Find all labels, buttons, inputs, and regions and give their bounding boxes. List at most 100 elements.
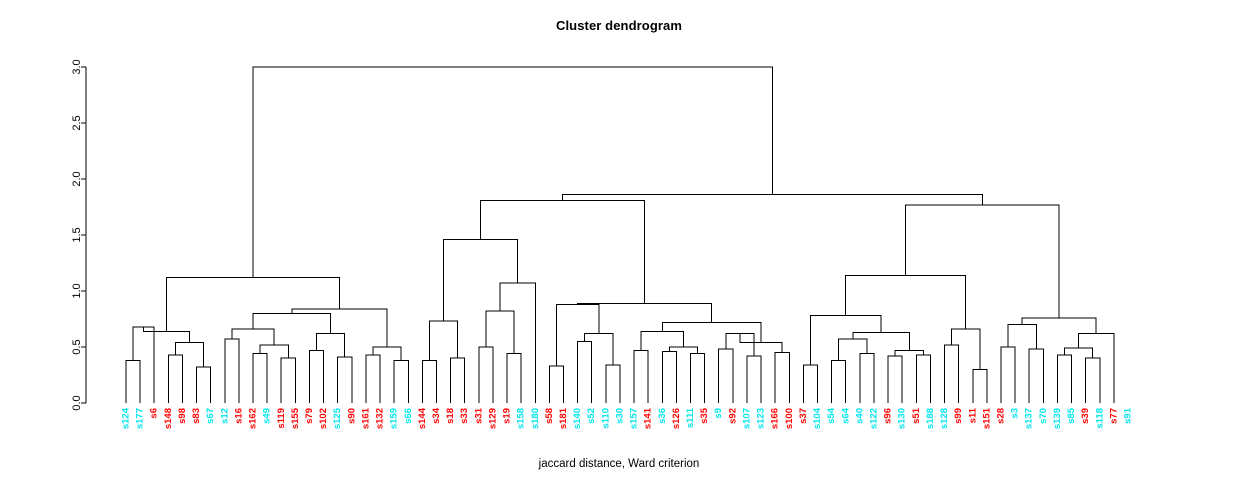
dendrogram-link <box>393 359 409 403</box>
dendrogram-link <box>132 326 155 403</box>
dendrogram-link <box>1078 333 1115 403</box>
dendrogram-link <box>280 357 296 403</box>
leaf-label: s100 <box>784 408 795 429</box>
leaf-label: s12 <box>219 408 230 424</box>
dendrogram-link <box>562 194 983 205</box>
leaf-label: s85 <box>1066 407 1077 424</box>
leaf-label: s111 <box>685 407 696 428</box>
leaf-label: s141 <box>643 407 654 429</box>
leaf-label: s130 <box>897 408 908 429</box>
leaf-label: s6 <box>149 408 160 419</box>
leaf-label: s28 <box>996 408 1007 424</box>
leaf-label: s161 <box>360 407 371 429</box>
dendrogram-link <box>252 66 774 278</box>
dendrogram-links <box>125 66 1115 403</box>
leaf-label: s144 <box>417 407 428 429</box>
leaf-label: s19 <box>502 408 513 424</box>
dendrogram-link <box>905 204 1060 318</box>
dendrogram-link <box>1000 346 1016 403</box>
dendrogram-link <box>1063 347 1094 359</box>
dendrogram-link <box>831 359 847 403</box>
y-tick-label: 2.0 <box>71 171 83 186</box>
leaf-label: s162 <box>248 408 259 429</box>
dendrogram-link <box>859 353 875 403</box>
y-tick-label: 3.0 <box>71 59 83 74</box>
dendrogram-link <box>1028 348 1044 403</box>
leaf-label: s128 <box>939 408 950 429</box>
leaf-label: s166 <box>770 408 781 429</box>
leaf-label: s31 <box>473 407 484 424</box>
leaf-label: s110 <box>600 408 611 429</box>
dendrogram-link <box>661 350 677 403</box>
leaf-label: s70 <box>1038 408 1049 424</box>
dendrogram-link <box>809 315 882 365</box>
dendrogram-link <box>480 199 646 304</box>
leaf-label: s40 <box>854 408 865 424</box>
dendrogram-link <box>548 365 564 403</box>
leaf-label: s79 <box>304 408 315 424</box>
dendrogram-link <box>972 368 988 403</box>
dendrogram-link <box>1056 354 1073 403</box>
leaf-label: s67 <box>205 408 216 424</box>
dendrogram-link <box>421 359 437 403</box>
dendrogram-link <box>316 333 346 358</box>
leaf-label: s123 <box>756 408 767 429</box>
dendrogram-link <box>450 357 466 403</box>
leaf-label: s58 <box>544 408 555 424</box>
leaf-label: s188 <box>925 408 936 429</box>
dendrogram-link <box>577 302 713 323</box>
leaf-label: s64 <box>840 407 851 424</box>
leaf-label: s104 <box>812 407 823 429</box>
leaf-label: s77 <box>1108 408 1119 424</box>
leaf-label: s30 <box>614 408 625 424</box>
leaf-label: s83 <box>191 408 202 424</box>
leaf-label: s37 <box>798 408 809 424</box>
dendrogram-link <box>774 352 790 403</box>
leaf-label: s54 <box>826 407 837 424</box>
leaf-label: s18 <box>445 408 456 424</box>
leaf-label: s177 <box>135 408 146 429</box>
dendrogram-link <box>125 359 141 403</box>
y-tick-label: 0.5 <box>71 339 83 354</box>
dendrogram-link <box>428 320 459 361</box>
leaf-label: s137 <box>1024 408 1035 429</box>
leaf-label: s35 <box>699 407 710 424</box>
dendrogram-link <box>802 364 819 403</box>
y-axis: 0.00.51.01.52.02.53.0 <box>71 59 87 411</box>
leaf-label: s132 <box>375 408 386 429</box>
leaf-label: s155 <box>290 407 301 429</box>
dendrogram-link <box>337 356 353 403</box>
leaf-label: s92 <box>727 408 738 424</box>
leaf-label: s125 <box>332 407 343 429</box>
dendrogram-link <box>443 238 519 322</box>
leaf-label: s139 <box>1052 408 1063 429</box>
leaf-label: s107 <box>741 408 752 429</box>
dendrogram-link <box>605 364 621 403</box>
y-tick-label: 2.5 <box>71 115 83 130</box>
leaf-label: s99 <box>953 408 964 424</box>
dendrogram-link <box>291 308 388 347</box>
dendrogram-link <box>1007 324 1037 350</box>
leaf-label: s33 <box>459 408 470 424</box>
dendrogram-link <box>259 344 289 359</box>
dendrogram-link <box>633 349 649 403</box>
dendrogram-link <box>640 330 684 351</box>
leaf-label: s157 <box>629 408 640 429</box>
page-title: Cluster dendrogram <box>555 18 683 33</box>
dendrogram-link <box>499 282 536 403</box>
leaf-label: s129 <box>487 408 498 429</box>
leaf-label: s91 <box>1123 407 1134 424</box>
leaf-label: s36 <box>657 408 668 424</box>
leaf-label: s16 <box>233 408 244 424</box>
dendrogram-link <box>478 346 494 403</box>
dendrogram-link <box>224 338 240 403</box>
leaf-label: s159 <box>389 408 400 429</box>
dendrogram-link <box>1021 317 1097 334</box>
leaf-label: s39 <box>1080 408 1091 424</box>
dendrogram-link <box>951 328 981 370</box>
leaf-label: s181 <box>558 407 569 429</box>
leaf-label: s158 <box>516 408 527 429</box>
dendrogram-link <box>718 348 734 403</box>
